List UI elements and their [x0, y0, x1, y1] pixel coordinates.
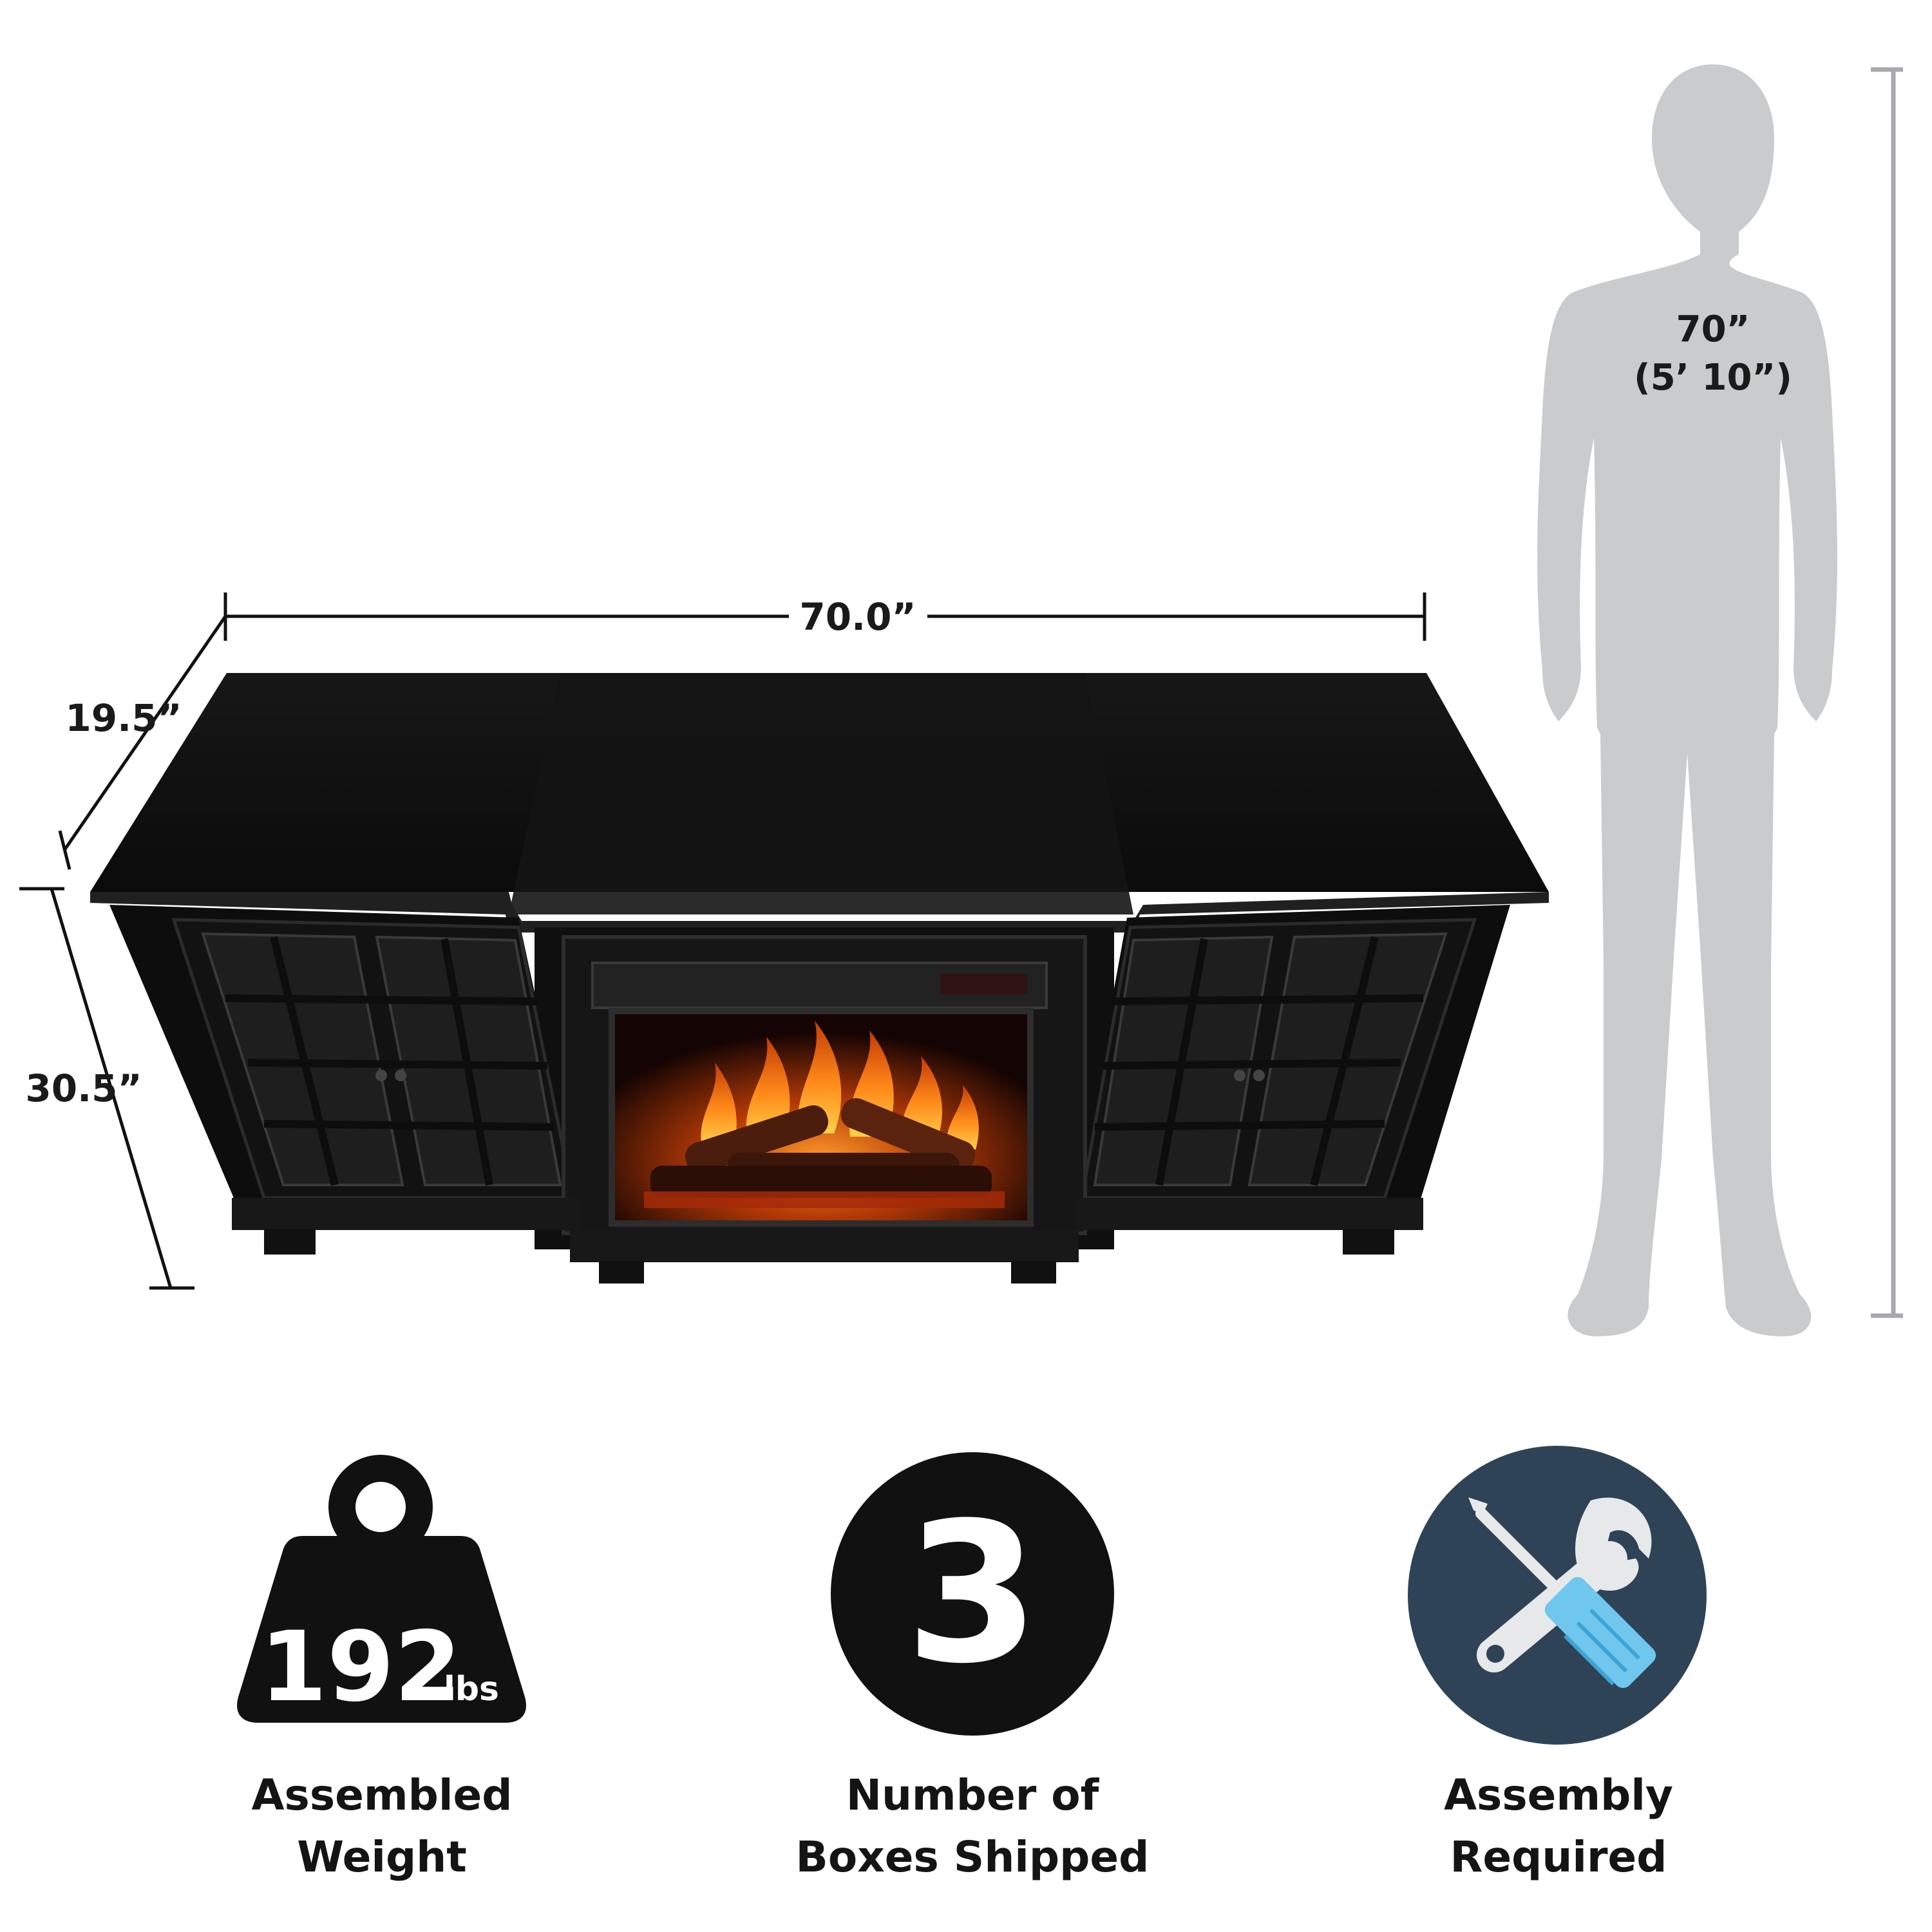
person-silhouette-shape	[1537, 64, 1837, 1336]
right-door-muntin	[1155, 938, 1208, 1186]
screwdriver-handle-groove	[1576, 1621, 1628, 1673]
assembly-required-caption-line2: Required	[1450, 1832, 1667, 1882]
right-door-muntin	[1110, 994, 1424, 1005]
flame	[701, 1063, 737, 1146]
box-count-number: 3	[905, 1481, 1040, 1706]
fireplace-logs	[644, 1098, 1005, 1208]
depth-dimension-line	[62, 615, 227, 851]
assembled-weight-caption-line1: Assembled	[251, 1770, 513, 1820]
left-cabinet-doors	[171, 918, 576, 1200]
width-dimension: 70.0”	[223, 592, 1426, 641]
weight-icon: 192 lbs	[237, 1455, 526, 1723]
weight-value-number: 192	[260, 1611, 461, 1723]
tools-icon	[1408, 1446, 1707, 1745]
console-foot	[1343, 1229, 1394, 1255]
assembly-required-caption: Assembly Required	[1333, 1765, 1784, 1888]
screwdriver-shaft	[1475, 1508, 1558, 1590]
screwdriver-icon	[1468, 1497, 1656, 1689]
weight-icon-body	[237, 1536, 526, 1723]
left-door-muntin	[247, 1059, 548, 1070]
log	[685, 1105, 829, 1173]
screwdriver-handle-groove	[1589, 1608, 1641, 1660]
box-count-circle	[831, 1452, 1114, 1736]
log	[650, 1166, 992, 1198]
electric-firebox	[562, 935, 1087, 1235]
console-left-plinth	[232, 1198, 580, 1230]
right-door-knob	[1234, 1070, 1245, 1081]
left-door-knob	[395, 1070, 406, 1081]
left-door-muntin	[263, 1120, 554, 1131]
boxes-shipped-caption: Number of Boxes Shipped	[747, 1765, 1198, 1888]
boxes-shipped-caption-line2: Boxes Shipped	[795, 1832, 1150, 1882]
screwdriver-handle	[1544, 1577, 1656, 1689]
assembled-weight-caption: Assembled Weight	[156, 1765, 607, 1888]
assembly-required-caption-line1: Assembly	[1443, 1770, 1674, 1820]
ember-bed	[644, 1191, 1005, 1208]
person-silhouette: 70” (5’ 10”)	[1537, 64, 1837, 1336]
person-height-inches: 70”	[1676, 308, 1750, 350]
console-foot	[599, 1261, 644, 1283]
boxes-shipped-caption-line1: Number of	[846, 1770, 1099, 1820]
person-height-feet: (5’ 10”)	[1634, 357, 1792, 399]
console-center-plinth	[570, 1230, 1079, 1262]
console-top-center-panel	[509, 673, 1133, 914]
firebox-control-panel	[940, 974, 1027, 994]
left-door-muntin	[225, 994, 538, 1005]
screwdriver-tip	[1468, 1497, 1488, 1515]
wrench-head	[1575, 1497, 1652, 1591]
height-dimension-label: 30.5”	[25, 1066, 142, 1110]
depth-dimension-label: 19.5”	[65, 696, 182, 740]
right-door-muntin	[1310, 936, 1379, 1186]
flame	[746, 1037, 790, 1140]
screwdriver-handle-groove	[1563, 1634, 1615, 1686]
flame	[946, 1085, 979, 1150]
right-cabinet-doors	[1080, 918, 1477, 1200]
console-top-edge	[90, 892, 1549, 933]
fireplace-console	[90, 673, 1549, 1283]
flame	[797, 1021, 842, 1133]
left-door-muntin	[440, 938, 493, 1186]
console-foot	[264, 1229, 316, 1255]
person-height-scale	[1871, 67, 1903, 1318]
console-right-plinth	[1075, 1198, 1423, 1230]
flame	[901, 1056, 942, 1140]
height-dimension: 30.5”	[19, 887, 194, 1290]
right-door-knob	[1253, 1070, 1265, 1081]
width-dimension-label: 70.0”	[799, 595, 916, 639]
wrench-hole	[1486, 1645, 1504, 1663]
depth-dimension-tick	[58, 830, 71, 870]
firebox-vent	[591, 961, 1048, 1009]
console-foot	[1011, 1261, 1056, 1283]
weight-icon-handle	[328, 1455, 433, 1559]
left-door-muntin	[270, 936, 339, 1186]
right-door-muntin	[1094, 1120, 1385, 1131]
left-door-knob	[375, 1070, 387, 1081]
height-dimension-line	[50, 888, 173, 1289]
depth-dimension: 19.5”	[58, 615, 227, 870]
right-door-muntin	[1102, 1059, 1401, 1070]
assembled-weight-caption-line2: Weight	[297, 1832, 467, 1882]
box-count-icon: 3	[831, 1452, 1114, 1736]
weight-value-unit: lbs	[444, 1670, 499, 1709]
